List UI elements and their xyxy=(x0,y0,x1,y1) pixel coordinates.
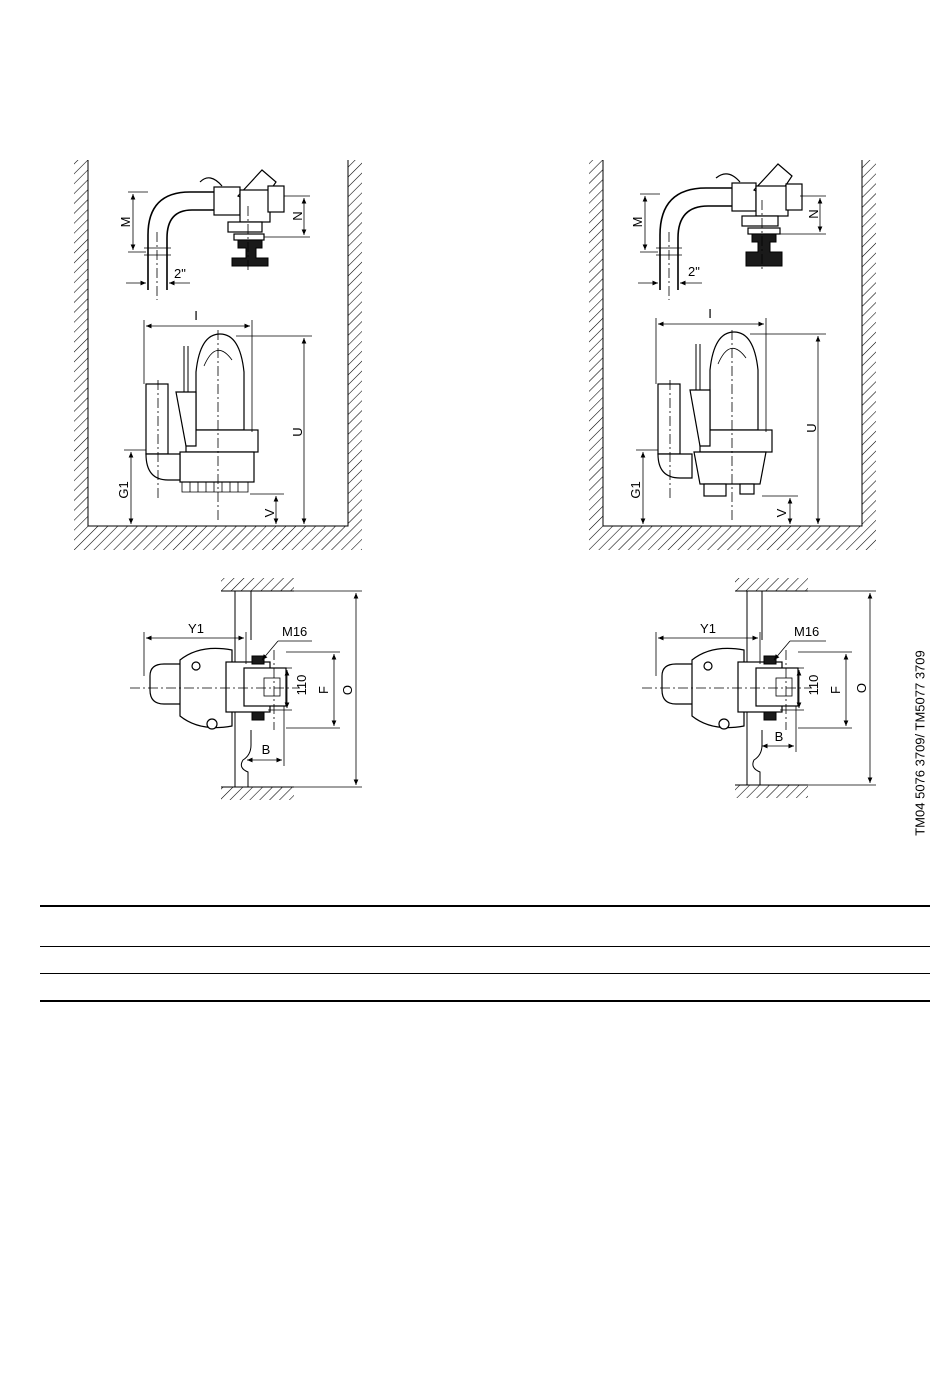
right-dim-pipe: 2" xyxy=(688,264,700,279)
left-dim-v: V xyxy=(262,508,277,517)
left-pit-floor xyxy=(74,526,362,550)
left-dim-u: U xyxy=(290,427,305,436)
table-header-rule xyxy=(40,946,930,947)
right-dim-i: I xyxy=(708,306,712,321)
right-installation-drawing: M N 2" xyxy=(589,160,876,798)
right-dim-y1: Y1 xyxy=(700,621,716,636)
left-top-view: Y1 M16 110 F O B xyxy=(130,578,362,800)
table-row-rule xyxy=(40,973,930,974)
right-side-view: M N 2" xyxy=(589,160,876,550)
left-dim-n: N xyxy=(290,211,305,220)
right-dim-n: N xyxy=(806,209,821,218)
right-dim-f: F xyxy=(828,686,843,694)
right-dim-o: O xyxy=(854,683,869,693)
right-dim-v: V xyxy=(774,508,789,517)
left-dim-f: F xyxy=(316,686,331,694)
left-dim-i: I xyxy=(194,308,198,323)
right-dim-m16: M16 xyxy=(794,624,819,639)
right-pump xyxy=(658,330,772,520)
left-dim-y1: Y1 xyxy=(188,621,204,636)
left-pit-wall-left xyxy=(74,160,88,526)
drawing-reference: TM04 5076 3709/ TM5077 3709 xyxy=(900,628,940,858)
left-dim-b: B xyxy=(262,742,271,757)
right-top-wall-upper xyxy=(735,578,808,591)
table-bottom-rule xyxy=(40,1000,930,1002)
right-pit-wall-left xyxy=(589,160,603,526)
left-dim-g1: G1 xyxy=(116,481,131,498)
left-dim-110: 110 xyxy=(294,675,309,696)
left-valve-assembly xyxy=(144,170,284,300)
left-dim-pipe: 2" xyxy=(174,266,186,281)
right-dim-b: B xyxy=(775,729,784,744)
right-pit-wall-right xyxy=(862,160,876,526)
right-dim-m: M xyxy=(630,217,645,228)
left-dim-m16: M16 xyxy=(282,624,307,639)
left-top-wall-upper xyxy=(221,578,294,591)
left-side-view: M N 2" xyxy=(74,160,362,550)
right-dim-g1: G1 xyxy=(628,481,643,498)
left-pump xyxy=(146,330,258,520)
right-pit-floor xyxy=(589,526,876,550)
right-top-view: Y1 M16 110 F O B xyxy=(642,578,876,798)
left-pit-wall-right xyxy=(348,160,362,526)
left-installation-drawing: M N 2" xyxy=(74,160,362,800)
left-pump-inlet-slots xyxy=(190,482,238,492)
right-dim-110: 110 xyxy=(806,675,821,696)
left-dim-o: O xyxy=(340,685,355,695)
table-top-rule xyxy=(40,905,930,907)
left-dim-m: M xyxy=(118,217,133,228)
drawing-reference-text: TM04 5076 3709/ TM5077 3709 xyxy=(913,650,928,836)
left-top-wall-lower xyxy=(221,787,294,800)
right-valve-assembly xyxy=(656,164,802,300)
right-dim-u: U xyxy=(804,423,819,432)
right-top-wall-lower xyxy=(735,785,808,798)
